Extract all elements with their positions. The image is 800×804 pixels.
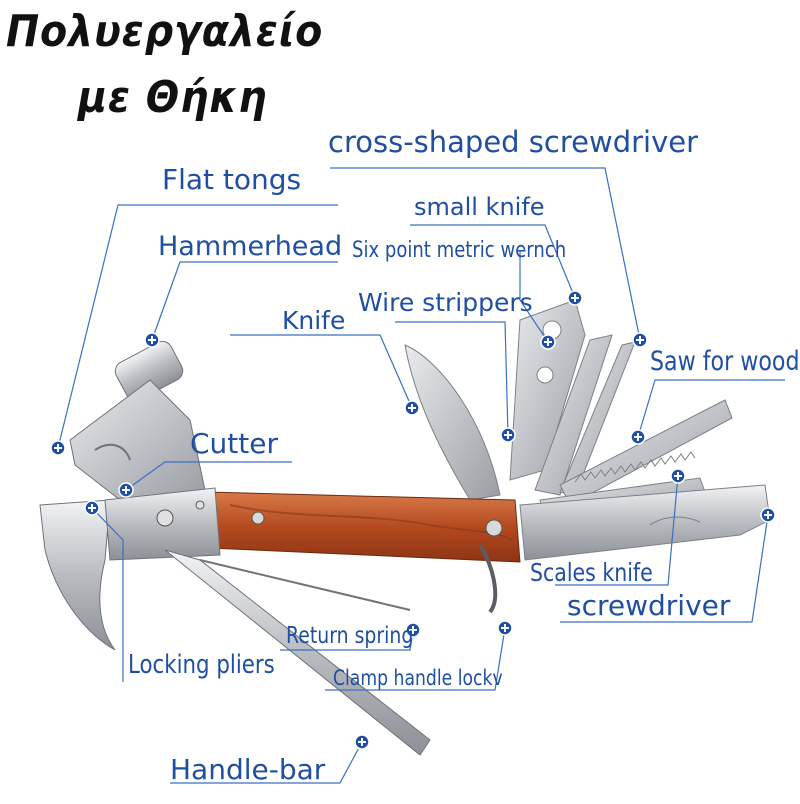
label-cutter: Cutter [190, 427, 278, 460]
label-locking-pliers: Locking pliers [128, 650, 275, 680]
label-handle-bar: Handle-bar [170, 753, 326, 786]
wood-handle [204, 491, 521, 563]
label-knife: Knife [282, 306, 346, 335]
label-hammerhead: Hammerhead [158, 231, 343, 262]
label-six-point-metric-wrench: Six point metric wernch [352, 238, 567, 263]
label-return-spring: Return spring [286, 623, 414, 649]
small-knife-blade [534, 334, 613, 496]
label-cross-shaped-screwdriver: cross-shaped screwdriver [328, 125, 699, 159]
title-line-1: Πολυεργαλείο [6, 6, 324, 57]
title-line-2: με Θήκη [78, 72, 268, 123]
hammer-head [69, 340, 206, 501]
label-saw-for-wood: Saw for wood [650, 346, 800, 377]
steel-frame [104, 487, 221, 561]
flat-screwdriver-blade [519, 484, 771, 561]
claw-jaw [39, 499, 116, 651]
wrench-blade [509, 299, 586, 481]
label-scales-knife: Scales knife [530, 558, 653, 587]
label-clamp-handle-lock: Clamp handle lockv [333, 666, 503, 690]
handle-bar [164, 543, 498, 756]
label-small-knife: small knife [414, 193, 545, 221]
marker-dots [50, 290, 776, 750]
label-wire-strippers: Wire strippers [358, 288, 533, 317]
label-flat-tongs: Flat tongs [162, 163, 302, 196]
knife-blade [404, 344, 501, 501]
label-screwdriver: screwdriver [567, 589, 731, 622]
leader-lines [57, 167, 785, 784]
